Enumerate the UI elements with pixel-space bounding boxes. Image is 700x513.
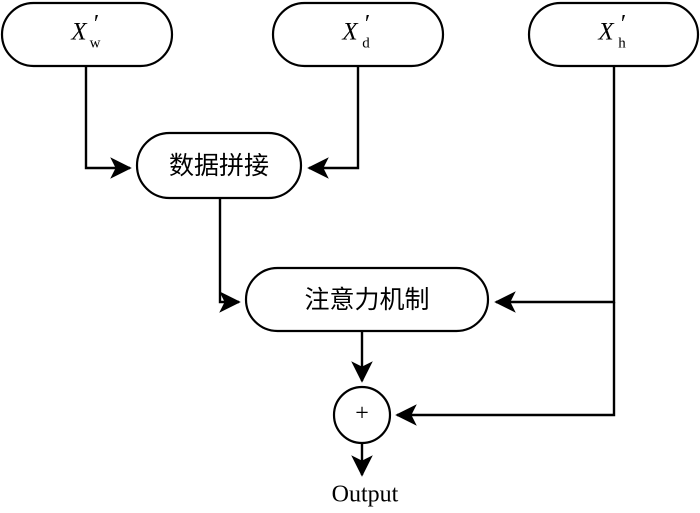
output-label: Output: [332, 482, 399, 508]
input-node-xw-base: X: [70, 19, 88, 46]
edge-xw-to-concat: [84, 66, 132, 179]
input-node-xh-subscript: h: [618, 35, 626, 51]
process-node-attention[interactable]: 注意力机制: [244, 266, 490, 333]
edge-xh-to-attention: [494, 66, 616, 313]
input-node-xd-subscript: d: [362, 35, 370, 51]
input-node-xw-shape: [0, 1, 174, 68]
input-node-xd-prime: ′: [363, 11, 369, 38]
input-node-xw-prime: ′: [92, 11, 98, 38]
input-node-xh-base: X: [597, 19, 615, 46]
edge-xd-to-concat: [307, 66, 360, 179]
input-node-xh-prime: ′: [619, 11, 625, 38]
input-node-xw[interactable]: X ′ w: [0, 1, 174, 68]
edge-layer: [84, 66, 616, 477]
edge-concat-to-attention: [218, 198, 241, 313]
process-node-attention-shape: [244, 266, 490, 333]
process-node-attention-label: 注意力机制: [304, 285, 429, 314]
input-node-xd-shape: [271, 1, 445, 68]
input-node-xd-base: X: [341, 19, 359, 46]
process-node-concat[interactable]: 数据拼接: [135, 131, 303, 200]
process-node-concat-label: 数据拼接: [169, 151, 269, 180]
sum-node-label: +: [355, 401, 369, 427]
sum-node-shape: [332, 385, 392, 445]
input-node-xd[interactable]: X ′ d: [271, 1, 445, 68]
input-node-xh[interactable]: X ′ h: [527, 1, 700, 68]
input-node-xh-shape: [527, 1, 700, 68]
edge-xh-to-sum: [395, 302, 616, 426]
process-node-concat-shape: [135, 131, 303, 200]
sum-node[interactable]: +: [332, 385, 392, 445]
input-node-xw-subscript: w: [90, 35, 101, 51]
